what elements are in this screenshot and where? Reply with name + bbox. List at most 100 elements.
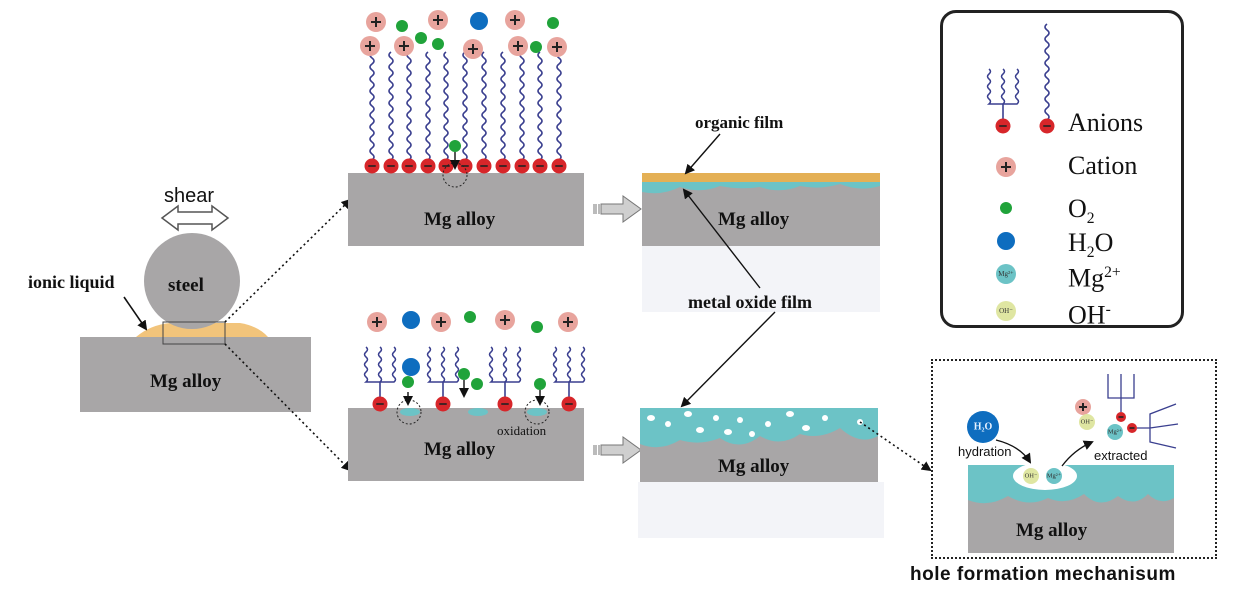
anion-branched-bottom-2-b3: [505, 346, 522, 383]
anion-chain-top-6: [481, 51, 487, 161]
mg-ion-extracted: [1107, 424, 1123, 440]
pore-hole-0: [647, 415, 655, 421]
h2o-top: [470, 12, 488, 30]
transition-arrow-bottom-tail-2: [598, 445, 600, 455]
mg-alloy-bottom-right-label: Mg alloy: [718, 456, 790, 477]
pore-hole-2: [684, 411, 692, 417]
legend-anions-label: Anions: [1068, 108, 1144, 137]
anion-branched-bottom-2-b2: [502, 346, 508, 383]
o2-bottom-0: [464, 311, 476, 323]
zoom-arrow-up: [224, 198, 352, 323]
o2-top-3: [530, 41, 542, 53]
h2o-bottom-1: [402, 311, 420, 329]
o2-top-1: [415, 32, 427, 44]
mg-alloy-top-middle-block: [348, 173, 584, 246]
mg-alloy-left-block: [80, 337, 311, 412]
reflection-top-right: [642, 246, 880, 312]
organic-film-layer: [642, 173, 880, 182]
transition-arrow-top-tail-1: [593, 204, 597, 214]
anion-chain-top-0: [369, 51, 375, 161]
anion-branched-bottom-1-b1: [426, 346, 443, 383]
anion-branched-bottom-0-b2: [377, 346, 383, 383]
transition-arrow-bottom-tail-1: [593, 445, 597, 455]
mg-ion-extracted-text: Mg²⁺: [1108, 429, 1123, 436]
transition-arrow-bottom: [600, 436, 642, 464]
oxide-spot-bottom-0: [400, 408, 420, 416]
pore-hole-9: [786, 411, 794, 417]
pore-hole-11: [822, 415, 828, 421]
pore-hole-7: [749, 431, 755, 437]
ionic-liquid-pointer: [123, 296, 148, 331]
legend-h2o-icon: [997, 232, 1015, 250]
oh-ion-in-hole-text: OH⁻: [1025, 473, 1038, 480]
anion-chain-top-1: [388, 51, 394, 161]
anion-chain-top-7: [500, 51, 506, 161]
legend-panel: [940, 10, 1184, 328]
oxide-spot-bottom-1: [468, 408, 488, 416]
reflection-bottom-right: [638, 482, 884, 538]
o2-bottom-5: [534, 378, 546, 390]
o2-top-0: [396, 20, 408, 32]
mg-ion-in-hole-text: Mg²⁺: [1047, 473, 1062, 480]
legend-anion-linear-chain: [1044, 23, 1050, 121]
mg-ion-in-hole: [1046, 468, 1062, 484]
oh-ion-extracted-text: OH⁻: [1081, 419, 1094, 426]
o2-adsorbing-top: [449, 140, 461, 152]
metal-oxide-pointer-down: [680, 311, 776, 408]
anion-branched-bottom-3-b3: [569, 346, 586, 383]
legend-anion-branched-b3: [1003, 68, 1020, 105]
anion-chain-top-2: [406, 51, 412, 161]
mg-alloy-top-middle-label: Mg alloy: [424, 209, 496, 230]
legend-o2-icon: [1000, 202, 1012, 214]
h2o-molecule-hole: [967, 411, 999, 443]
metal-oxide-pointer-up: [682, 188, 761, 289]
transition-arrow-top-tail-2: [598, 204, 600, 214]
hole-formation-caption: hole formation mechanisum: [910, 564, 1176, 585]
steel-ball: [144, 233, 240, 329]
oxide-spot-bottom-2: [527, 408, 547, 416]
anion-chain-top-8: [519, 51, 525, 161]
legend-mg-label: Mg2+: [1068, 263, 1121, 293]
anion-chain-top-10: [556, 51, 562, 161]
pore-hole-1: [665, 421, 671, 427]
extracted-label: extracted: [1094, 448, 1148, 463]
pore-hole-8: [765, 421, 771, 427]
mg-alloy-hole-label: Mg alloy: [1016, 520, 1088, 541]
o2-top-2: [432, 38, 444, 50]
anion-chain-top-3: [425, 51, 431, 161]
pore-hole-5: [724, 429, 732, 435]
pore-hole-4: [713, 415, 719, 421]
oxide-film-bottom-right: [640, 408, 878, 448]
h2o-bottom-2: [402, 358, 420, 376]
zoom-arrow-hole: [859, 421, 932, 472]
pore-hole-6: [737, 417, 743, 423]
o2-bottom-2: [402, 376, 414, 388]
legend-h2o-label: H2O: [1068, 228, 1114, 262]
transition-arrow-top: [600, 195, 642, 223]
shear-label: shear: [164, 185, 215, 207]
o2-top-4: [547, 17, 559, 29]
ionic-liquid-label: ionic liquid: [28, 272, 115, 292]
ionic-liquid-film: [136, 323, 268, 337]
pore-hole-3: [696, 427, 704, 433]
o2-bottom-1: [531, 321, 543, 333]
organic-film-label: organic film: [695, 113, 784, 132]
shear-double-arrow: [160, 204, 230, 232]
legend-anion-branched-b1: [986, 68, 1003, 105]
oxidation-label: oxidation: [497, 423, 547, 438]
anion-branched-bottom-3-b2: [566, 346, 572, 383]
anion-branched-bottom-0-b3: [380, 346, 397, 383]
legend-mg-icon: [996, 264, 1016, 284]
anion-extracted-1-branches: [1107, 374, 1135, 412]
anion-branched-bottom-3-b1: [552, 346, 569, 383]
hydration-label: hydration: [958, 444, 1012, 459]
organic-film-pointer: [684, 133, 721, 175]
o2-bottom-3: [458, 368, 470, 380]
legend-oh-icon: [996, 301, 1016, 321]
mg-alloy-bottom-middle-label: Mg alloy: [424, 439, 496, 460]
legend-oh-icon-text: OH⁻: [999, 307, 1013, 315]
oxide-film-top-right: [642, 182, 880, 194]
pore-hole-10: [802, 425, 810, 431]
